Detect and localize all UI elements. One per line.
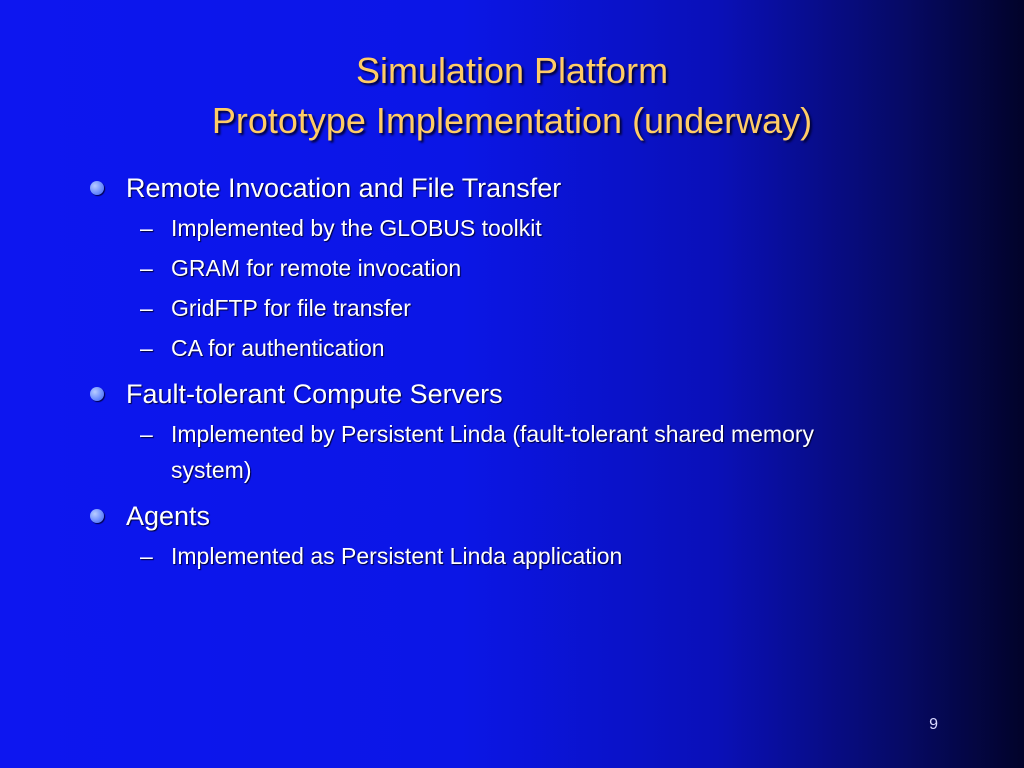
title-line-1: Simulation Platform <box>355 50 669 91</box>
sub-bullet-text: Implemented as Persistent Linda applicat… <box>171 543 623 569</box>
bullet-item: Fault-tolerant Compute Servers <box>88 376 968 412</box>
bullet-text: Fault-tolerant Compute Servers <box>126 379 503 409</box>
dash-icon: – <box>140 255 153 281</box>
bullet-dot-icon <box>90 387 104 401</box>
dash-icon: – <box>140 421 153 447</box>
bullet-text: Agents <box>126 501 211 531</box>
sub-bullet-item: – Implemented by the GLOBUS toolkit <box>88 210 968 246</box>
sub-bullet-text: GRAM for remote invocation <box>171 255 462 281</box>
title-line-2: Prototype Implementation (underway) <box>211 100 813 141</box>
bullet-list: Remote Invocation and File Transfer – Im… <box>88 170 968 574</box>
sub-bullet-item: – CA for authentication <box>88 330 968 366</box>
bullet-item: Agents <box>88 498 968 534</box>
page-number: 9 <box>929 716 938 733</box>
bullet-item: Remote Invocation and File Transfer <box>88 170 968 206</box>
sub-bullet-item: – GRAM for remote invocation <box>88 250 968 286</box>
slide-title: Simulation Platform Prototype Implementa… <box>0 46 1024 146</box>
dash-icon: – <box>140 335 153 361</box>
dash-icon: – <box>140 215 153 241</box>
sub-bullet-text: CA for authentication <box>171 335 385 361</box>
sub-bullet-item: – Implemented as Persistent Linda applic… <box>88 538 968 574</box>
dash-icon: – <box>140 543 153 569</box>
sub-bullet-text: GridFTP for file transfer <box>171 295 411 321</box>
sub-bullet-text: Implemented by Persistent Linda (fault-t… <box>171 421 815 483</box>
dash-icon: – <box>140 295 153 321</box>
sub-bullet-item: – GridFTP for file transfer <box>88 290 968 326</box>
bullet-dot-icon <box>90 509 104 523</box>
bullet-text: Remote Invocation and File Transfer <box>126 173 562 203</box>
bullet-dot-icon <box>90 181 104 195</box>
sub-bullet-item: – Implemented by Persistent Linda (fault… <box>88 416 968 488</box>
sub-bullet-text: Implemented by the GLOBUS toolkit <box>171 215 542 241</box>
